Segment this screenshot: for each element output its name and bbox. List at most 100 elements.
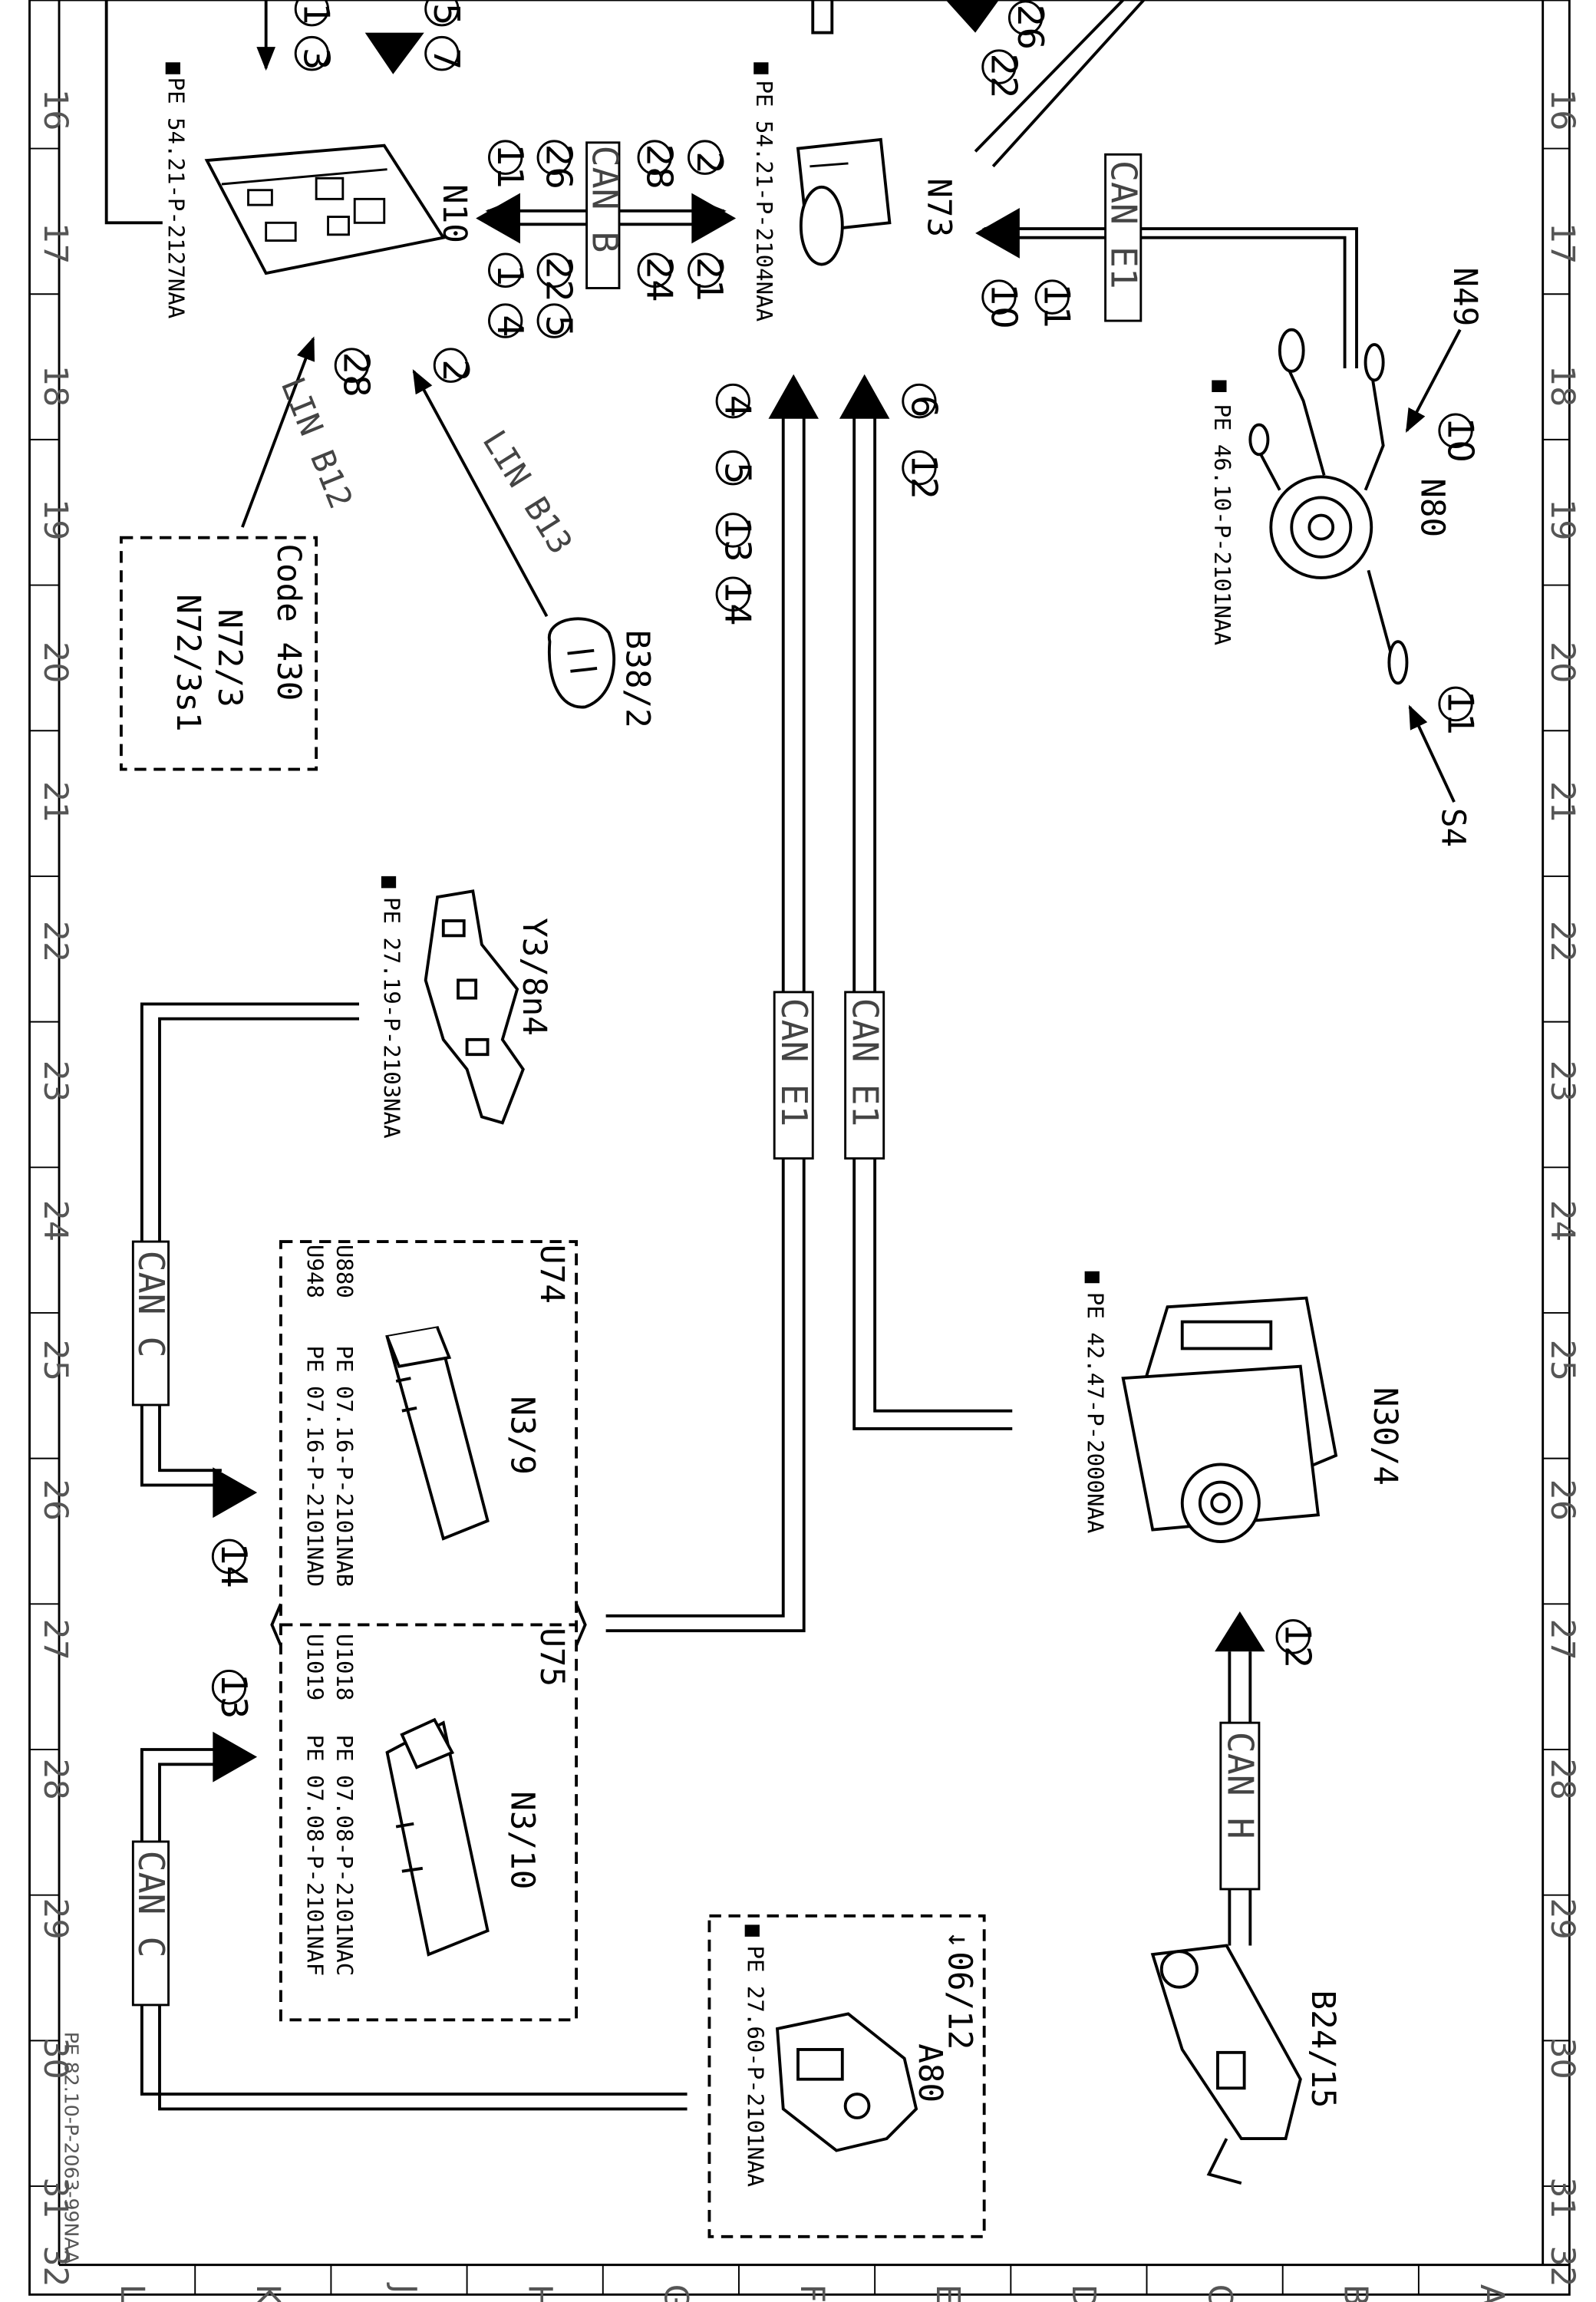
- bus-label-can-e1-a: CAN E1: [773, 991, 815, 1160]
- svg-text:26: 26: [1010, 5, 1051, 50]
- row-label: 26: [1543, 1479, 1581, 1521]
- row-label: 31: [1543, 2177, 1581, 2218]
- col-label: G: [657, 2284, 694, 2302]
- u74-reference-1: PE 07.16-P-2101NAB: [331, 1346, 358, 1588]
- svg-text:10: 10: [1439, 417, 1481, 463]
- bus-label-can-b: CAN B: [584, 141, 625, 289]
- a80-module: [775, 2012, 918, 2152]
- a80-date-arrow-icon: ↓: [941, 1931, 975, 1948]
- u75-label: U75: [533, 1628, 570, 1687]
- arrowheads: [213, 0, 1265, 1783]
- u74-ecu: [385, 1326, 490, 1541]
- n80-reference: PE 46.10-P-2101NAA: [1209, 404, 1235, 645]
- y3-8n4-reference: PE 27.19-P-2103NAA: [379, 897, 405, 1139]
- svg-text:CAN E1: CAN E1: [773, 998, 815, 1127]
- row-label: 21: [36, 781, 74, 823]
- svg-text:11: 11: [490, 144, 531, 190]
- row-label: 29: [1543, 1898, 1581, 1940]
- svg-text:28: 28: [639, 144, 681, 190]
- b38-2-sensor: [547, 617, 615, 709]
- col-label: H: [521, 2284, 559, 2302]
- svg-text:21: 21: [689, 257, 730, 302]
- bus-label-can-e1-n73: CAN E1: [1103, 153, 1144, 322]
- signal-markers: [211, 0, 1473, 1705]
- signal-numbers: 1 3 5 7 26 22 11 26 28 2 1 22 24 21 4 5 …: [213, 3, 1481, 1720]
- n80-label: N80: [1413, 478, 1451, 537]
- svg-text:CAN E1: CAN E1: [844, 998, 885, 1127]
- row-ticks: [29, 147, 1570, 2187]
- row-label: 24: [1543, 1200, 1581, 1242]
- reference-hand-icon: [165, 62, 180, 74]
- col-label: D: [1064, 2284, 1102, 2302]
- u74-label: U74: [533, 1245, 570, 1304]
- drawing-frame: [28, 0, 1571, 2296]
- bus-label-can-h: CAN H: [1219, 1721, 1261, 1891]
- col-label: F: [793, 2284, 830, 2302]
- svg-text:12: 12: [1278, 1623, 1319, 1668]
- row-label: 30: [36, 2037, 74, 2079]
- n72-3-label: N72/3: [210, 609, 248, 707]
- bus-label-can-c-b: CAN C: [130, 1840, 172, 2007]
- row-label: 27: [36, 1619, 74, 1661]
- bus-label-can-e1-b: CAN E1: [844, 991, 885, 1160]
- row-label: 18: [1543, 365, 1581, 407]
- u74-u75-group: [270, 1240, 587, 2022]
- row-label: 20: [36, 641, 74, 683]
- col-label: E: [928, 2284, 966, 2302]
- svg-text:CAN C: CAN C: [130, 1251, 172, 1358]
- u75-reference-2: PE 07.08-P-2101NAF: [302, 1735, 328, 1977]
- wires: [104, 0, 1462, 2111]
- row-label: 23: [36, 1060, 74, 1102]
- svg-text:7: 7: [426, 48, 467, 71]
- svg-text:2: 2: [435, 359, 476, 382]
- svg-text:10: 10: [983, 284, 1024, 329]
- row-label: 28: [36, 1759, 74, 1800]
- svg-text:CAN E1: CAN E1: [1103, 160, 1144, 289]
- b38-2-label: B38/2: [618, 630, 656, 728]
- col-label: K: [249, 2284, 286, 2302]
- u74-code-1: U880: [331, 1245, 358, 1298]
- row-label: 30: [1543, 2037, 1581, 2079]
- row-labels-right: 16 17 18 19 20 21 22 23 24 25 26 27 28 2…: [1543, 89, 1581, 2287]
- row-labels-left: 16 17 18 19 20 21 22 23 24 25 26 27 28 2…: [36, 89, 74, 2287]
- n49-label: N49: [1446, 267, 1483, 326]
- row-label: 23: [1543, 1060, 1581, 1102]
- column-ticks: [194, 2264, 1420, 2295]
- row-label: 18: [36, 365, 74, 407]
- row-label: 19: [36, 499, 74, 540]
- col-label: L: [113, 2284, 150, 2302]
- u75-code-1: U1018: [331, 1634, 358, 1700]
- svg-text:1: 1: [490, 265, 531, 288]
- reference-hand-icon: [744, 1924, 760, 1937]
- reference-hand-icon: [1084, 1271, 1100, 1284]
- svg-text:22: 22: [983, 54, 1024, 99]
- u75-code-2: U1019: [302, 1634, 328, 1700]
- row-label: 32: [1543, 2245, 1581, 2287]
- svg-text:2: 2: [689, 151, 730, 174]
- col-label: J: [384, 2282, 422, 2294]
- col-label: A: [1472, 2284, 1510, 2302]
- b24-15-sensor: [1150, 1944, 1302, 2185]
- n72-3s1-label: N72/3s1: [169, 594, 206, 731]
- b24-15-label: B24/15: [1304, 1990, 1341, 2109]
- svg-text:13: 13: [213, 1674, 255, 1719]
- n30-4-reference: PE 42.47-P-2000NAA: [1082, 1292, 1108, 1534]
- svg-text:CAN H: CAN H: [1219, 1732, 1261, 1839]
- n10-module: N10 PE 54.21-P-2127NAA: [163, 62, 473, 318]
- row-label: 24: [36, 1200, 74, 1242]
- row-label: 22: [36, 921, 74, 962]
- svg-text:1: 1: [296, 3, 338, 26]
- u74-code-2: U948: [302, 1245, 328, 1298]
- svg-text:5: 5: [539, 315, 580, 338]
- svg-text:14: 14: [717, 581, 759, 626]
- row-label: 21: [1543, 781, 1581, 823]
- svg-text:4: 4: [717, 395, 759, 418]
- bus-label-can-c-a: CAN C: [130, 1240, 172, 1407]
- s4-label: S4: [1434, 808, 1472, 847]
- row-label: 31: [36, 2177, 74, 2218]
- n73-module: N73 PE 54.21-P-2104NAA: [751, 62, 957, 322]
- svg-text:6: 6: [903, 395, 945, 418]
- col-label: B: [1337, 2284, 1374, 2302]
- row-label: 29: [36, 1898, 74, 1940]
